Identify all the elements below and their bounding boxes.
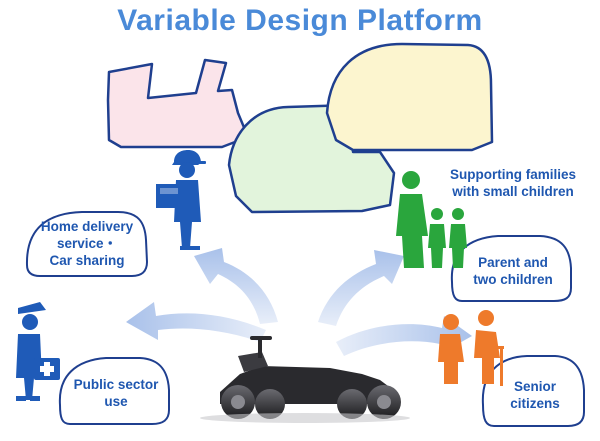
label-line: Senior bbox=[513, 379, 556, 394]
label-line: Public sector bbox=[73, 377, 159, 392]
arrow-to-seniors bbox=[336, 316, 472, 356]
page-title: Variable Design Platform bbox=[117, 4, 483, 37]
label-parent-children: Parent and two children bbox=[456, 254, 570, 288]
public-sector-car-outline bbox=[58, 357, 170, 425]
label-line: two children bbox=[473, 272, 553, 287]
label-senior-citizens: Senior citizens bbox=[488, 378, 582, 412]
label-public-sector: Public sector use bbox=[62, 376, 170, 410]
label-line: with small children bbox=[452, 184, 574, 199]
label-line: service・ bbox=[56, 236, 118, 251]
family-icon bbox=[396, 171, 467, 268]
parent-children-car-outline bbox=[450, 235, 572, 302]
platform-vehicle bbox=[200, 336, 410, 423]
label-supporting-families: Supporting families with small children bbox=[430, 166, 596, 200]
arrow-to-public-sector bbox=[126, 302, 266, 342]
yellow-car-body-shell bbox=[325, 42, 494, 152]
arrow-to-home-delivery bbox=[194, 248, 278, 324]
label-line: citizens bbox=[510, 396, 560, 411]
arrow-to-families bbox=[318, 250, 404, 326]
label-line: Car sharing bbox=[49, 253, 125, 268]
label-line: Home delivery bbox=[40, 219, 134, 234]
label-home-delivery: Home delivery service・ Car sharing bbox=[28, 218, 146, 269]
senior-couple-icon bbox=[438, 310, 504, 386]
delivery-person-icon bbox=[156, 150, 206, 250]
public-sector-person-icon bbox=[16, 302, 60, 401]
green-car-body-shell bbox=[227, 103, 396, 214]
label-line: Supporting families bbox=[449, 167, 576, 182]
pink-car-body-shell bbox=[106, 58, 250, 149]
home-delivery-car-outline bbox=[25, 211, 148, 277]
label-line: use bbox=[104, 394, 128, 409]
label-line: Parent and bbox=[478, 255, 548, 270]
